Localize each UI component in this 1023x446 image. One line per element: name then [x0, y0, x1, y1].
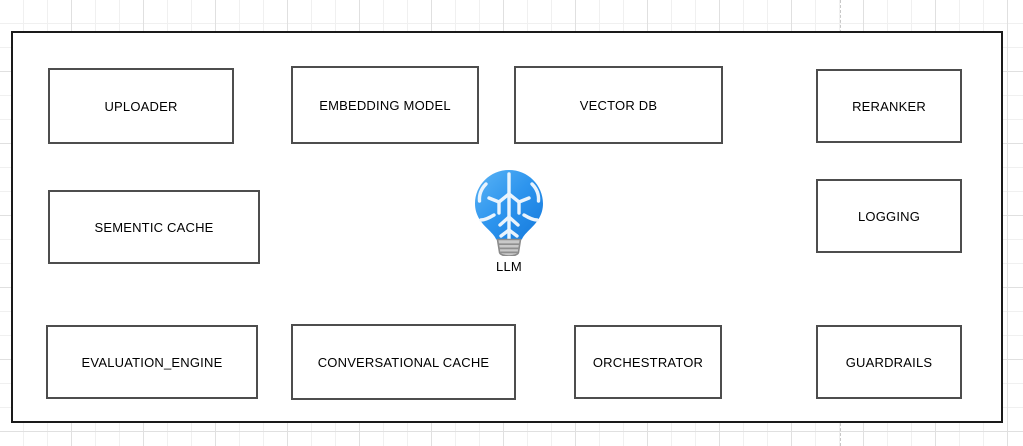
node-embedding-model-label: EMBEDDING MODEL	[319, 97, 451, 113]
node-reranker-label: RERANKER	[852, 98, 926, 114]
node-sementic-cache-label: SEMENTIC CACHE	[94, 219, 214, 235]
node-orchestrator-label: ORCHESTRATOR	[592, 354, 704, 370]
node-guardrails[interactable]: GUARDRAILS	[816, 325, 962, 399]
node-sementic-cache[interactable]: SEMENTIC CACHE	[48, 190, 260, 264]
node-uploader[interactable]: UPLOADER	[48, 68, 234, 144]
node-evaluation-engine[interactable]: EVALUATION_ENGINE	[46, 325, 258, 399]
node-vector-db-label: VECTOR DB	[579, 97, 658, 113]
node-llm[interactable]: LLM	[466, 168, 552, 288]
node-logging[interactable]: LOGGING	[816, 179, 962, 253]
node-orchestrator[interactable]: ORCHESTRATOR	[574, 325, 722, 399]
node-embedding-model[interactable]: EMBEDDING MODEL	[291, 66, 479, 144]
lightbulb-brain-icon	[475, 170, 543, 256]
node-uploader-label: UPLOADER	[104, 98, 178, 114]
node-reranker[interactable]: RERANKER	[816, 69, 962, 143]
node-logging-label: LOGGING	[857, 208, 921, 224]
node-vector-db[interactable]: VECTOR DB	[514, 66, 723, 144]
node-guardrails-label: GUARDRAILS	[845, 354, 933, 370]
node-conversational-cache[interactable]: CONVERSATIONAL CACHE	[291, 324, 516, 400]
node-conversational-cache-label: CONVERSATIONAL CACHE	[317, 354, 490, 370]
node-llm-label: LLM	[496, 259, 522, 274]
node-evaluation-engine-label: EVALUATION_ENGINE	[81, 354, 223, 370]
